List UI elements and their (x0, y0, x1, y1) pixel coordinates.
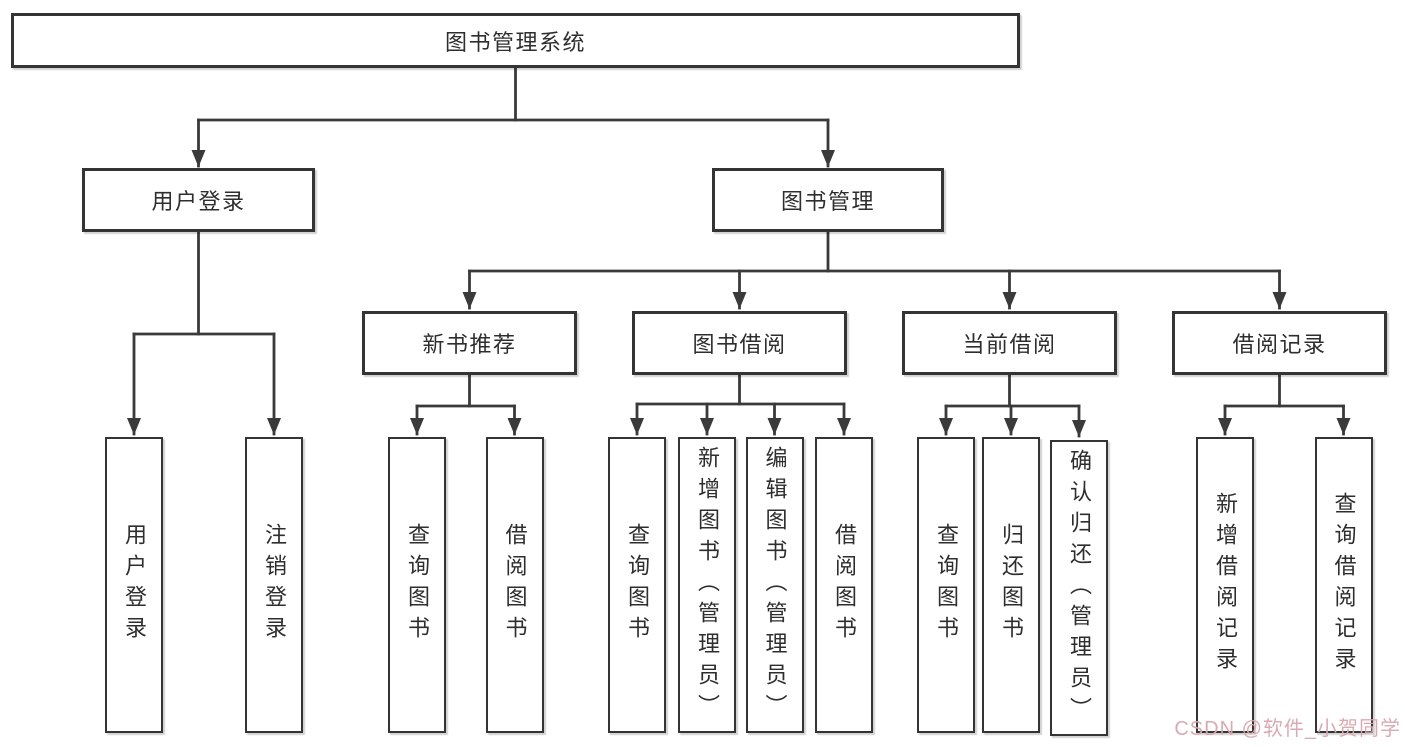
node-book-borrow: 图书借阅 (632, 311, 847, 375)
leaf-label: 查询图书 (934, 523, 959, 647)
node-borrow-record: 借阅记录 (1172, 311, 1387, 375)
node-new-book-recommend: 新书推荐 (362, 311, 577, 375)
leaf-label: 归还图书 (999, 523, 1024, 647)
leaf-recommend-query-books: 查询图书 (388, 437, 446, 733)
node-user-login: 用户登录 (82, 168, 315, 232)
leaf-borrow-borrow-books: 借阅图书 (815, 437, 873, 733)
leaf-label: 查询借阅记录 (1331, 492, 1357, 678)
leaf-label: 新增图书（管理员） (695, 445, 720, 725)
leaf-label: 确认归还（管理员） (1067, 448, 1092, 728)
node-book-management: 图书管理 (712, 168, 944, 232)
leaf-borrow-query-books: 查询图书 (608, 437, 666, 733)
leaf-label: 查询图书 (405, 523, 430, 647)
leaf-record-add-record: 新增借阅记录 (1196, 437, 1254, 733)
leaf-label: 借阅图书 (832, 523, 857, 647)
leaf-current-confirm-return-admin: 确认归还（管理员） (1050, 440, 1108, 736)
leaf-borrow-edit-books-admin: 编辑图书（管理员） (745, 437, 804, 733)
node-root: 图书管理系统 (11, 13, 1020, 68)
leaf-record-query-record: 查询借阅记录 (1314, 437, 1373, 733)
leaf-label: 新增借阅记录 (1213, 492, 1238, 678)
leaf-logout: 注销登录 (245, 437, 303, 733)
leaf-label: 借阅图书 (502, 523, 528, 647)
leaf-borrow-add-books-admin: 新增图书（管理员） (678, 437, 736, 733)
leaf-label: 用户登录 (122, 523, 147, 647)
leaf-current-return-books: 归还图书 (982, 437, 1040, 733)
tree-edges (127, 66, 1351, 438)
leaf-label: 编辑图书（管理员） (762, 445, 788, 725)
csdn-watermark: CSDN @软件_小贺同学 (1174, 718, 1401, 740)
leaf-label: 查询图书 (625, 523, 650, 647)
leaf-label: 注销登录 (262, 523, 287, 647)
node-current-borrow: 当前借阅 (902, 311, 1117, 375)
leaf-current-query-books: 查询图书 (917, 437, 975, 733)
leaf-recommend-borrow-books: 借阅图书 (485, 437, 544, 733)
leaf-user-login: 用户登录 (105, 437, 163, 733)
